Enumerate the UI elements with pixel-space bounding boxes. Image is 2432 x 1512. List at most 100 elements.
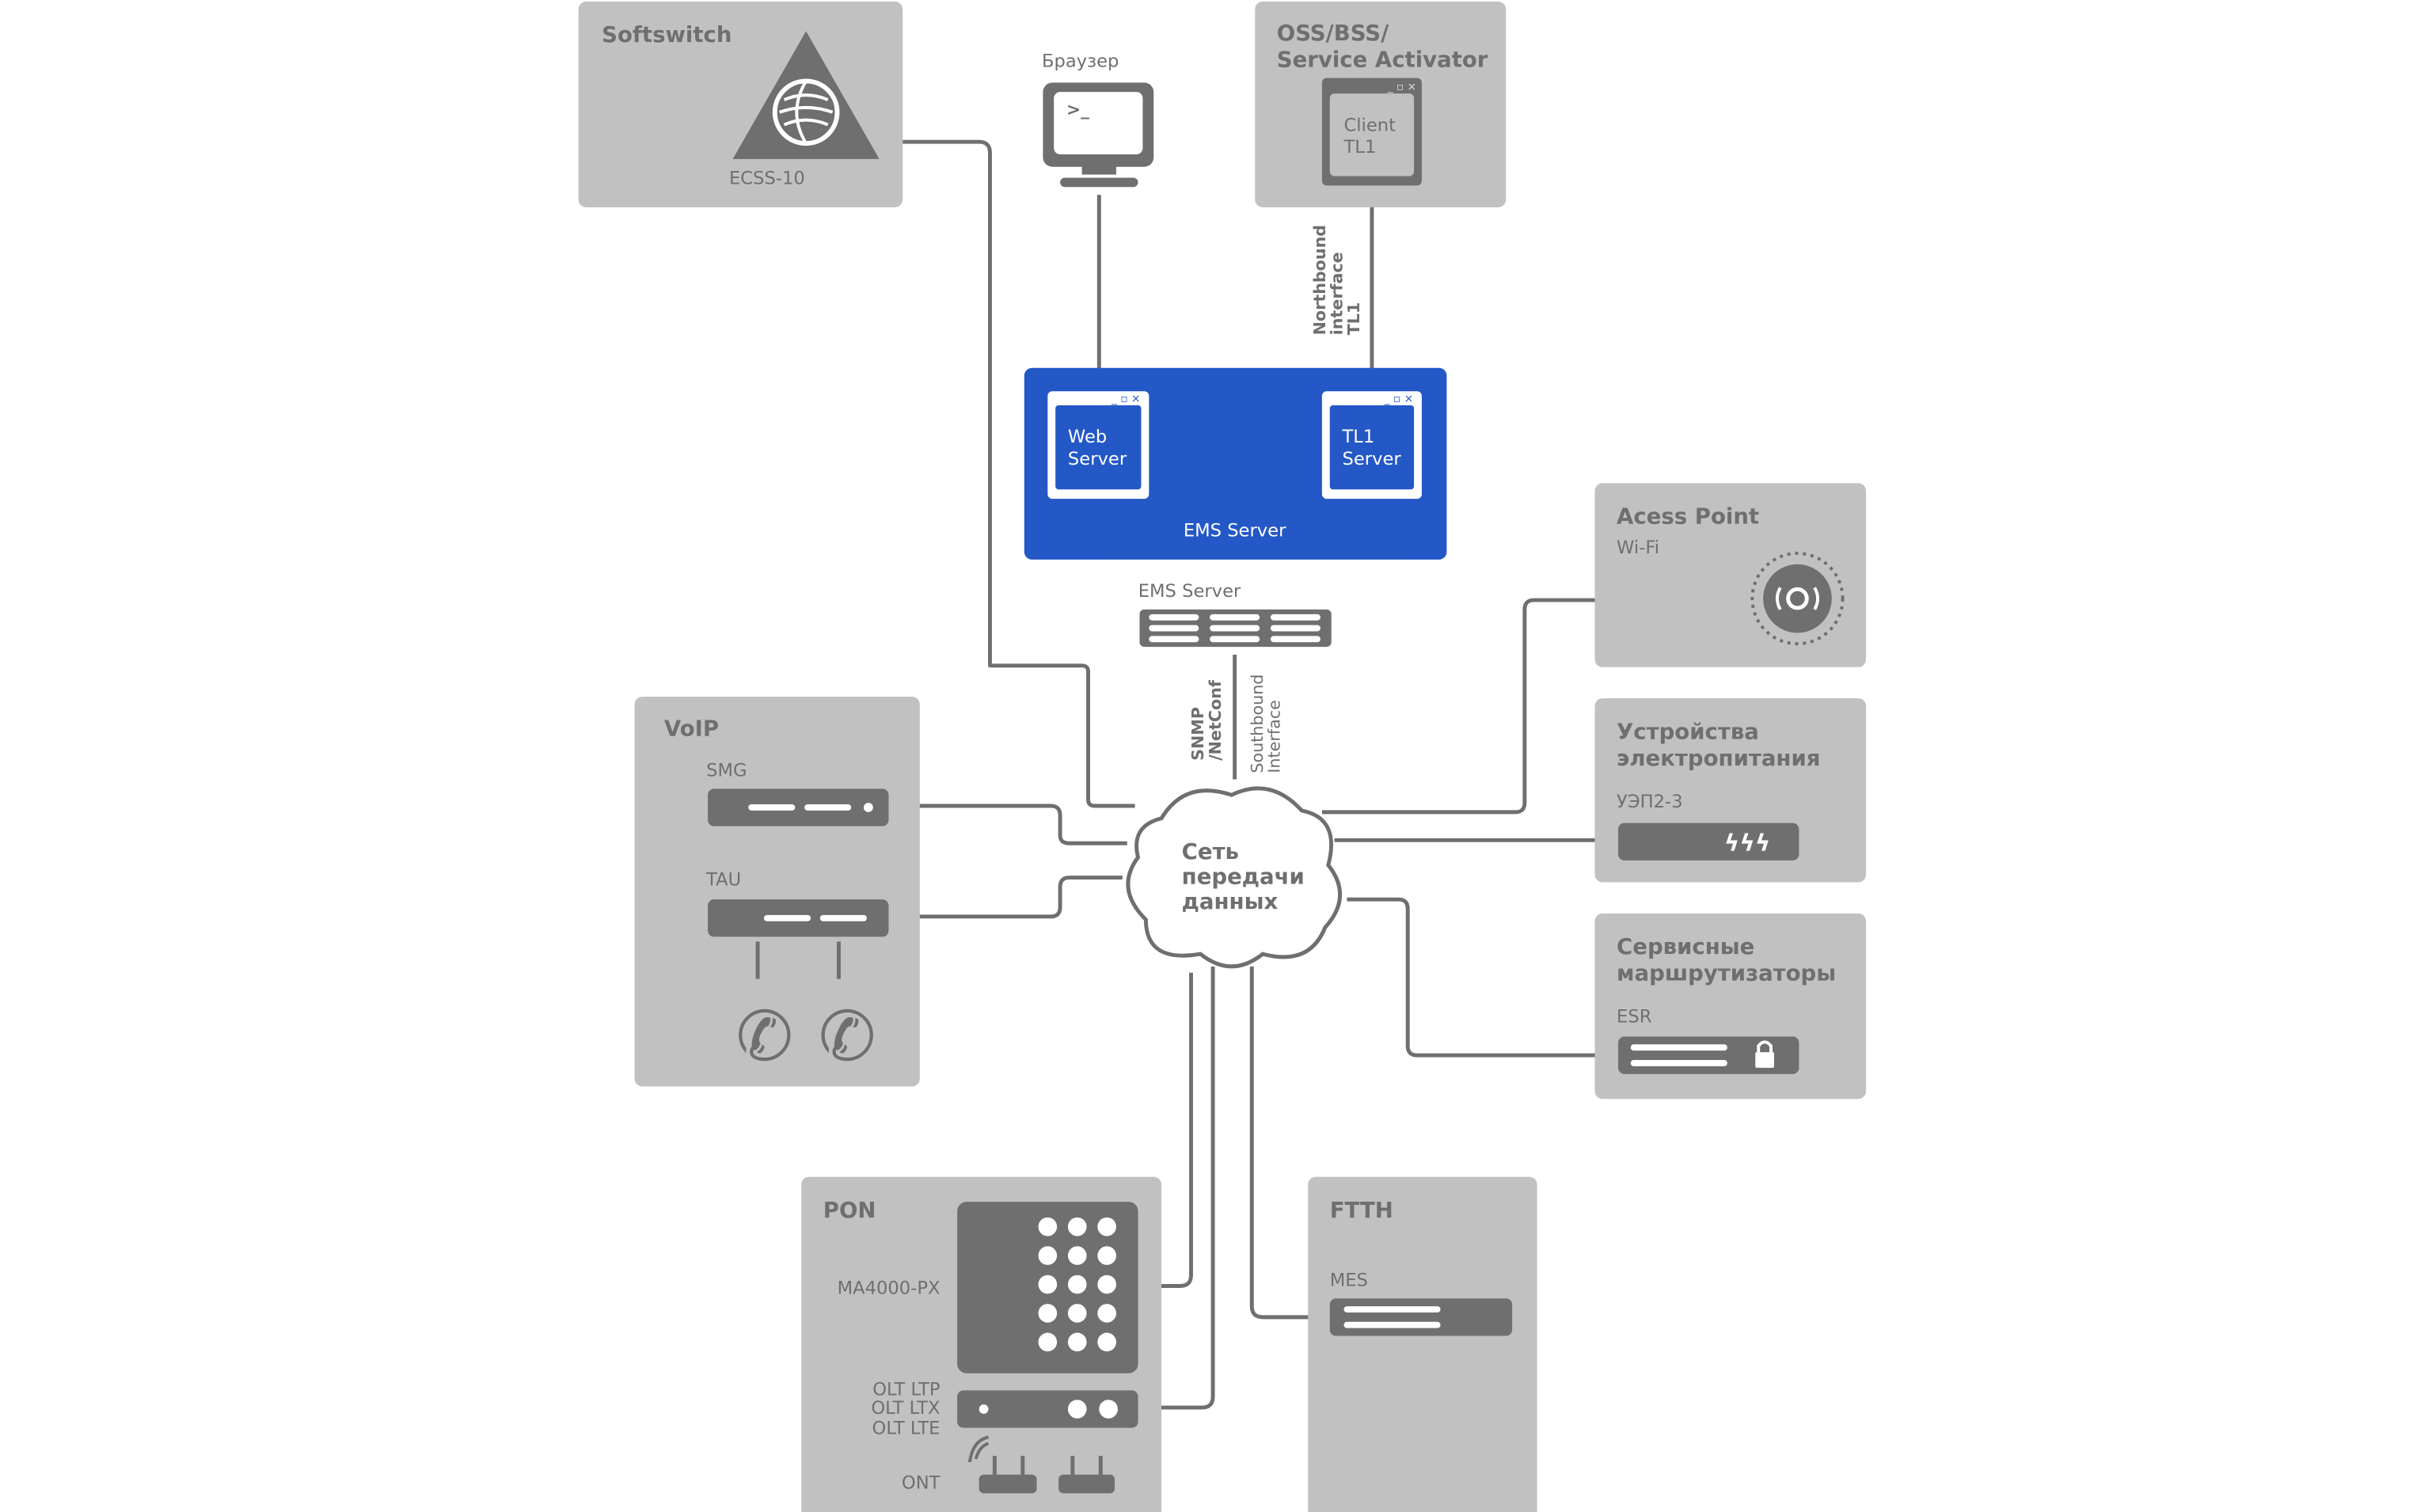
svg-text:OLT LTX: OLT LTX: [871, 1398, 940, 1419]
svg-text:_ ▫ ×: _ ▫ ×: [1387, 81, 1417, 93]
svg-text:ONT: ONT: [902, 1472, 940, 1493]
client-label: Client: [1343, 115, 1396, 135]
svg-text:Web: Web: [1068, 427, 1107, 447]
routers-panel: Сервисные маршрутизаторы ESR: [1594, 913, 1867, 1100]
client-tl1-label: TL1: [1343, 137, 1376, 158]
wire-smg: [896, 803, 1127, 845]
wire-mes: [1249, 966, 1322, 1320]
svg-text:передачи: передачи: [1182, 864, 1305, 889]
softswitch-panel: Softswitch ECSS-10: [578, 1, 903, 207]
svg-text:TL1: TL1: [1341, 427, 1374, 447]
ont-icon: [1058, 1456, 1115, 1494]
svg-text:Acess Point: Acess Point: [1617, 504, 1759, 530]
phone-icon: ✆: [819, 997, 876, 1077]
browser: Браузер >_: [1042, 51, 1154, 188]
ems-label: EMS Server: [1184, 520, 1286, 541]
oss-title-line1: OSS/BSS/: [1277, 21, 1389, 46]
svg-text:PON: PON: [823, 1198, 876, 1223]
wire-esr: [1347, 897, 1611, 1058]
svg-text:ESR: ESR: [1617, 1007, 1652, 1028]
olt-device: [957, 1390, 1138, 1428]
ems-rack-label: EMS Server: [1138, 581, 1241, 602]
pon-panel: PON MA4000-PX OLT LTP OLT LTX OLT LTE ON…: [801, 1176, 1162, 1512]
browser-label: Браузер: [1042, 51, 1119, 72]
wire-tau: [896, 876, 1123, 919]
svg-text:SNMP: SNMP: [1188, 707, 1207, 761]
svg-text:interface: interface: [1327, 252, 1346, 335]
svg-text:TAU: TAU: [705, 869, 741, 890]
port-dot: [1067, 1332, 1087, 1352]
lightning-icon: ϟϟϟ: [1724, 830, 1770, 857]
svg-text:FTTH: FTTH: [1330, 1198, 1393, 1223]
softswitch-title: Softswitch: [602, 22, 732, 47]
access-point-panel: Acess Point Wi-Fi: [1594, 483, 1867, 667]
svg-text:Southbound: Southbound: [1248, 674, 1267, 773]
port-dot: [1097, 1332, 1116, 1352]
svg-text:электропитания: электропитания: [1617, 746, 1820, 771]
ftth-panel: FTTH MES: [1308, 1176, 1537, 1512]
svg-text:Сеть: Сеть: [1182, 839, 1239, 864]
svg-text:Сервисные: Сервисные: [1617, 934, 1754, 959]
port-dot: [1038, 1332, 1058, 1352]
svg-text:_ ▫ ×: _ ▫ ×: [1384, 393, 1414, 405]
lock-icon: [1755, 1040, 1774, 1068]
svg-text:Northbound: Northbound: [1310, 225, 1329, 335]
port-dot: [1097, 1217, 1116, 1237]
port-dot: [1097, 1275, 1116, 1294]
ont-wifi-icon: [967, 1435, 1037, 1494]
terminal-monitor-icon: >_: [1043, 82, 1154, 188]
wire-olt: [1146, 966, 1215, 1410]
port-dot: [1038, 1275, 1058, 1294]
ems-server-panel: _ ▫ × Web Server _ ▫ × TL1 Server EMS Se…: [1024, 367, 1447, 560]
svg-text:Wi-Fi: Wi-Fi: [1617, 538, 1659, 558]
svg-text:MES: MES: [1330, 1270, 1368, 1290]
tl1-server-window: _ ▫ × TL1 Server: [1321, 391, 1422, 500]
svg-text:OLT LTP: OLT LTP: [872, 1379, 940, 1400]
snmp-label: SNMP /NetConf: [1188, 679, 1225, 761]
ecss-label: ECSS-10: [729, 168, 805, 188]
oss-title-line2: Service Activator: [1277, 47, 1488, 73]
southbound-label: Southbound Interface: [1248, 674, 1284, 773]
chassis-ports: [1038, 1217, 1116, 1352]
wire-ap: [1321, 598, 1746, 815]
svg-text:Устройства: Устройства: [1617, 719, 1759, 744]
data-network-cloud: Сеть передачи данных: [1126, 786, 1343, 969]
power-panel: Устройства электропитания УЭП2-3 ϟϟϟ: [1594, 698, 1867, 883]
power-device: [1618, 822, 1799, 860]
svg-text:данных: данных: [1182, 889, 1279, 914]
port-dot: [1038, 1246, 1058, 1265]
connections: [896, 139, 1746, 1410]
wire-ma4000: [1146, 972, 1193, 1288]
svg-text:маршрутизаторы: маршрутизаторы: [1617, 961, 1836, 986]
svg-text:VoIP: VoIP: [664, 716, 719, 741]
voip-panel: VoIP SMG TAU ✆ ✆: [634, 697, 920, 1087]
smg-device: [708, 788, 889, 826]
port-dot: [1038, 1217, 1058, 1237]
port-dot: [1067, 1304, 1087, 1323]
svg-text:УЭП2-3: УЭП2-3: [1617, 792, 1683, 812]
port-dot: [1097, 1304, 1116, 1323]
client-window-icon: _ ▫ × Client TL1: [1321, 78, 1422, 186]
svg-text:OLT LTE: OLT LTE: [872, 1419, 940, 1439]
port-dot: [1038, 1304, 1058, 1323]
mes-device: [1329, 1298, 1513, 1336]
port-dot: [1097, 1246, 1116, 1265]
phone-icon: ✆: [736, 997, 794, 1077]
wire-softswitch: [902, 139, 1135, 808]
svg-text:/NetConf: /NetConf: [1206, 679, 1225, 761]
port-dot: [1067, 1246, 1087, 1265]
svg-text:_ ▫ ×: _ ▫ ×: [1111, 393, 1141, 405]
port-dot: [1067, 1275, 1087, 1294]
svg-text:TL1: TL1: [1344, 302, 1363, 336]
northbound-label: Northbound interface TL1: [1310, 225, 1363, 335]
port-dot: [1067, 1217, 1087, 1237]
svg-text:Server: Server: [1342, 449, 1401, 469]
ems-rack: EMS Server: [1138, 581, 1332, 648]
svg-text:MA4000-PX: MA4000-PX: [838, 1278, 940, 1298]
oss-panel: OSS/BSS/ Service Activator _ ▫ × Client …: [1255, 1, 1507, 207]
wifi-access-point-icon: [1750, 552, 1845, 646]
web-server-window: _ ▫ × Web Server: [1047, 391, 1150, 500]
svg-text:Interface: Interface: [1265, 700, 1284, 773]
svg-text:SMG: SMG: [706, 761, 747, 781]
